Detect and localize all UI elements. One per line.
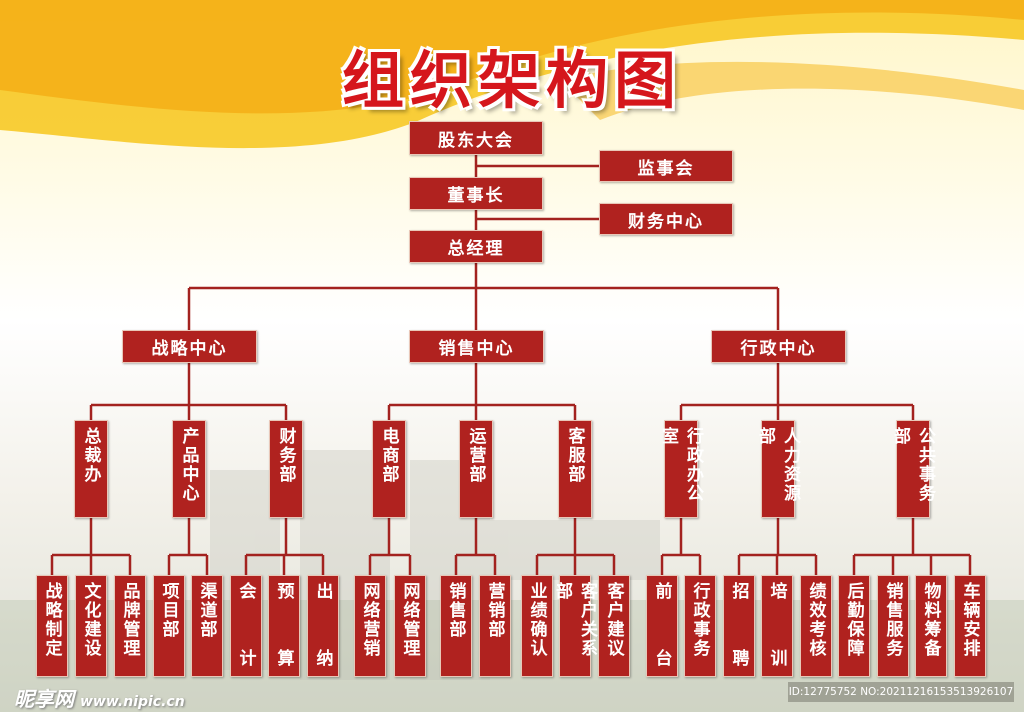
unit-box[interactable]: 营销部 bbox=[479, 575, 511, 677]
shareholders-box[interactable]: 股东大会 bbox=[409, 121, 543, 155]
board-chair-box[interactable]: 董事长 bbox=[409, 177, 543, 210]
unit-char: 训 bbox=[766, 649, 787, 668]
department-box[interactable]: 人力资源部 bbox=[755, 420, 800, 518]
watermark-brand: 昵享网 bbox=[14, 687, 74, 711]
department-box[interactable]: 行政办公室 bbox=[658, 420, 703, 518]
unit-char: 培 bbox=[766, 582, 787, 601]
unit-box[interactable]: 网络管理 bbox=[394, 575, 426, 677]
department-box[interactable]: 总裁办 bbox=[74, 420, 108, 518]
unit-box[interactable]: 招聘 bbox=[723, 575, 755, 677]
unit-box[interactable]: 网络营销 bbox=[354, 575, 386, 677]
watermark-logo: 昵享网 www.nipic.cn bbox=[14, 683, 185, 712]
unit-box[interactable]: 销售服务 bbox=[877, 575, 909, 677]
unit-char: 台 bbox=[651, 649, 672, 668]
unit-box[interactable]: 业绩确认 bbox=[521, 575, 553, 677]
supervisors-box[interactable]: 监事会 bbox=[599, 150, 733, 182]
unit-box[interactable]: 品牌管理 bbox=[114, 575, 146, 677]
unit-box[interactable]: 战略制定 bbox=[36, 575, 68, 677]
unit-char: 聘 bbox=[728, 649, 749, 668]
unit-box[interactable]: 销售部 bbox=[440, 575, 472, 677]
department-box[interactable]: 产品中心 bbox=[172, 420, 206, 518]
unit-box[interactable]: 培训 bbox=[761, 575, 793, 677]
finance-center-box[interactable]: 财务中心 bbox=[599, 203, 733, 235]
unit-char: 纳 bbox=[312, 649, 333, 668]
department-box[interactable]: 财务部 bbox=[269, 420, 303, 518]
image-id-bar: ID:12775752 NO:20211216153513926107 bbox=[788, 682, 1014, 702]
unit-char: 算 bbox=[273, 649, 294, 668]
center-box[interactable]: 战略中心 bbox=[122, 330, 257, 363]
unit-char: 计 bbox=[235, 649, 256, 668]
general-manager-box[interactable]: 总经理 bbox=[409, 230, 543, 263]
unit-box[interactable]: 文化建设 bbox=[75, 575, 107, 677]
unit-char: 出 bbox=[312, 582, 333, 601]
center-box[interactable]: 销售中心 bbox=[409, 330, 544, 363]
unit-box[interactable]: 预算 bbox=[268, 575, 300, 677]
unit-box[interactable]: 客户关系部 bbox=[552, 575, 597, 677]
unit-box[interactable]: 前台 bbox=[646, 575, 678, 677]
department-box[interactable]: 运营部 bbox=[459, 420, 493, 518]
unit-char: 前 bbox=[651, 582, 672, 601]
unit-char: 招 bbox=[728, 582, 749, 601]
department-box[interactable]: 公共事务部 bbox=[890, 420, 935, 518]
unit-char: 预 bbox=[273, 582, 294, 601]
unit-box[interactable]: 绩效考核 bbox=[800, 575, 832, 677]
department-box[interactable]: 电商部 bbox=[372, 420, 406, 518]
center-box[interactable]: 行政中心 bbox=[711, 330, 846, 363]
unit-box[interactable]: 后勤保障 bbox=[838, 575, 870, 677]
unit-box[interactable]: 客户建议 bbox=[598, 575, 630, 677]
unit-box[interactable]: 出纳 bbox=[307, 575, 339, 677]
unit-box[interactable]: 渠道部 bbox=[191, 575, 223, 677]
watermark-url: www.nipic.cn bbox=[80, 694, 185, 710]
unit-box[interactable]: 物料筹备 bbox=[915, 575, 947, 677]
unit-box[interactable]: 项目部 bbox=[153, 575, 185, 677]
unit-char: 会 bbox=[235, 582, 256, 601]
unit-box[interactable]: 会计 bbox=[230, 575, 262, 677]
page-title: 组织架构图 bbox=[341, 44, 682, 117]
department-box[interactable]: 客服部 bbox=[558, 420, 592, 518]
unit-box[interactable]: 车辆安排 bbox=[954, 575, 986, 677]
unit-box[interactable]: 行政事务 bbox=[684, 575, 716, 677]
